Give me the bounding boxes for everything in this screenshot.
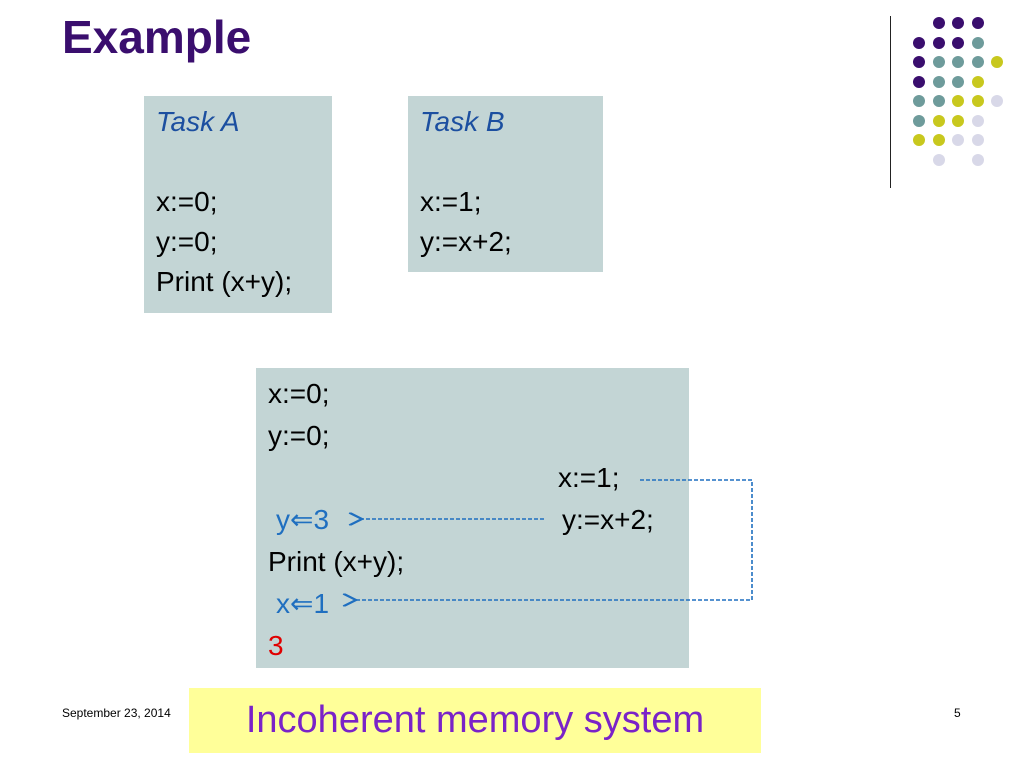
decorative-dot — [971, 36, 984, 49]
task-a-line: y:=0; — [156, 226, 218, 257]
decorative-dot — [971, 153, 984, 166]
decorative-dot — [971, 17, 984, 29]
decorative-dot — [913, 114, 925, 127]
task-b-line: y:=x+2; — [420, 226, 512, 257]
task-a-box: Task A x:=0; y:=0; Print (x+y); — [144, 96, 332, 313]
execution-trace-box: x:=0; y:=0; x:=1; y⇐3 y:=x+2; Print (x+y… — [256, 368, 689, 668]
trace-result: 3 — [268, 630, 284, 661]
trace-line-task-b: x:=1; — [558, 462, 620, 493]
trace-local-update: x⇐1 — [276, 588, 330, 619]
task-b-box: Task B x:=1; y:=x+2; — [408, 96, 603, 272]
callout-label: Incoherent memory system — [189, 688, 761, 753]
decorative-dot — [971, 56, 984, 68]
decorative-dot — [971, 134, 984, 146]
decorative-dot — [913, 134, 925, 146]
decorative-dot — [932, 134, 945, 146]
trace-line-task-b: y:=x+2; — [562, 504, 654, 535]
footer-date: September 23, 2014 — [62, 706, 171, 720]
task-b-line: x:=1; — [420, 186, 482, 217]
decorative-dot — [952, 17, 964, 29]
page-number: 5 — [954, 706, 961, 720]
decorative-dot — [991, 56, 1003, 68]
decorative-dot-grid — [900, 10, 1010, 170]
header-divider — [890, 16, 891, 188]
decorative-dot — [952, 56, 964, 68]
task-b-blank-line — [420, 142, 512, 182]
trace-line: x:=0; — [268, 378, 330, 409]
task-b-header: Task B — [420, 106, 505, 137]
decorative-dot — [913, 95, 925, 107]
decorative-dot — [952, 95, 964, 107]
decorative-dot — [932, 114, 945, 127]
decorative-dot — [971, 114, 984, 127]
decorative-dot — [932, 56, 945, 68]
decorative-dot — [952, 75, 964, 88]
decorative-dot — [932, 153, 945, 166]
task-a-line: Print (x+y); — [156, 266, 293, 297]
slide-title: Example — [62, 11, 252, 63]
decorative-dot — [952, 134, 964, 146]
decorative-dot — [952, 114, 964, 127]
decorative-dot — [913, 36, 925, 49]
task-a-blank-line — [156, 142, 292, 182]
trace-local-update: y⇐3 — [276, 504, 330, 535]
task-a-line: x:=0; — [156, 186, 218, 217]
trace-line: Print (x+y); — [268, 546, 405, 577]
decorative-dot — [971, 75, 984, 88]
trace-line: y:=0; — [268, 420, 330, 451]
decorative-dot — [932, 36, 945, 49]
decorative-dot — [971, 95, 984, 107]
decorative-dot — [932, 17, 945, 29]
decorative-dot — [952, 36, 964, 49]
decorative-dot — [913, 75, 925, 88]
task-a-header: Task A — [156, 106, 240, 137]
decorative-dot — [932, 75, 945, 88]
decorative-dot — [932, 95, 945, 107]
decorative-dot — [913, 56, 925, 68]
decorative-dot — [991, 95, 1003, 107]
